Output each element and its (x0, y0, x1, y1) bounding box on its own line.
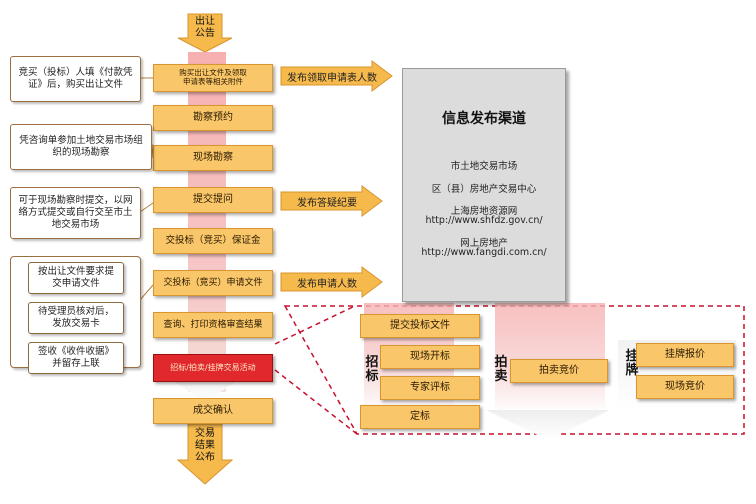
note-deposit-3: 签收《收件收据》并留存上联 (28, 342, 124, 374)
channel-link-2[interactable]: http://www.fangdi.com.cn/ (421, 247, 547, 258)
publish-label-2: 发布答疑纪要 (297, 197, 357, 209)
note-deposit-1: 按出让文件要求提交申请文件 (28, 262, 124, 294)
step-submit-question[interactable]: 提交提问 (153, 187, 273, 213)
channel-link-1[interactable]: http://www.shfdz.gov.cn/ (425, 215, 543, 226)
note-question: 可于现场勘察时提交，以网络方式提交或自行交至市土地交易市场 (10, 187, 141, 239)
step-check-qualification[interactable]: 查询、打印资格审查结果 (153, 312, 273, 338)
step-survey-appointment[interactable]: 勘察预约 (153, 105, 273, 131)
publish-arrow-3 (280, 266, 383, 298)
info-channel-panel: 信息发布渠道 市土地交易市场 区（县）房地产交易中心 上海房地资源网 http:… (402, 68, 566, 302)
paimai-label: 拍 卖 (494, 355, 508, 384)
note-survey: 凭咨询单参加土地交易市场组织的现场勘察 (10, 124, 152, 170)
step-trading-activity[interactable]: 招标/拍卖/挂牌交易活动 (153, 354, 273, 382)
note-buy: 竞买（投标）人填《付款凭证》后，购买出让文件 (10, 56, 141, 102)
publish-label-3: 发布申请人数 (297, 278, 357, 290)
channel-title: 信息发布渠道 (442, 111, 526, 127)
publish-arrow-1 (280, 60, 393, 92)
step-site-survey[interactable]: 现场勘察 (153, 145, 273, 171)
end-label: 交易 结果 公布 (195, 428, 215, 463)
start-arrow (177, 13, 233, 53)
zb-award[interactable]: 定标 (360, 405, 480, 429)
gp-quote[interactable]: 挂牌报价 (636, 343, 734, 367)
zb-expert-review[interactable]: 专家评标 (380, 376, 480, 400)
channel-line-1: 市土地交易市场 (450, 161, 518, 172)
step-submit-application[interactable]: 交投标（竞买）申请文件 (153, 270, 273, 296)
start-label: 出让 公告 (195, 16, 215, 39)
guapai-label: 挂 牌 (625, 349, 639, 378)
note-deposit-2: 待受理员核对后，发放交易卡 (28, 302, 124, 334)
publish-arrow-2 (280, 185, 383, 217)
publish-label-1: 发布领取申请表人数 (287, 72, 377, 84)
zhaobiao-label: 招 标 (365, 355, 379, 384)
step-buy-documents[interactable]: 购买出让文件及领取 申请表等相关附件 (153, 64, 273, 92)
end-arrow (176, 423, 234, 485)
main-shaft (188, 52, 226, 392)
channel-line-2: 区（县）房地产交易中心 (431, 184, 537, 195)
pm-auction-bid[interactable]: 拍卖竞价 (510, 359, 608, 383)
step-pay-deposit[interactable]: 交投标（竞买）保证金 (153, 228, 273, 254)
zb-submit-bid[interactable]: 提交投标文件 (360, 314, 480, 338)
channel-line-3: 上海房地资源网 (450, 206, 518, 217)
gp-site-bid[interactable]: 现场竞价 (636, 375, 734, 399)
zb-open-bid[interactable]: 现场开标 (380, 345, 480, 369)
step-deal-confirm[interactable]: 成交确认 (153, 398, 273, 424)
channel-line-5: 网上房地产 (460, 238, 508, 249)
